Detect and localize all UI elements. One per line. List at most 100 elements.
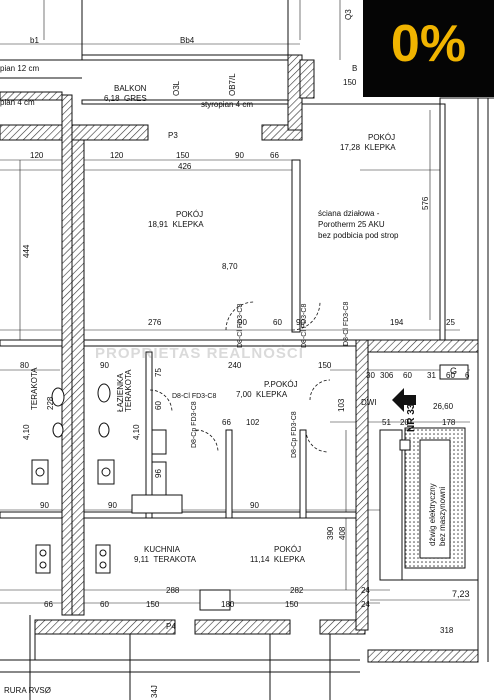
room-area-floor: 18,91 KLEPKA xyxy=(148,220,204,229)
dim-426: 426 xyxy=(178,162,192,171)
dim-408: 408 xyxy=(338,526,347,540)
room-lazienka-floor: TERAKOTA xyxy=(124,369,133,412)
dim-90-d: 90 xyxy=(100,361,109,370)
room-kuchnia: KUCHNIA 9,11 TERAKOTA xyxy=(134,545,196,565)
dim-90-c: 90 xyxy=(296,318,305,327)
dim-103: 103 xyxy=(337,398,346,412)
dim-150-b: 150 xyxy=(318,361,332,370)
dim-276: 276 xyxy=(148,318,162,327)
dim-80: 80 xyxy=(20,361,29,370)
insulation-note-1: pian 12 cm xyxy=(0,64,40,73)
door-label-4: D8-Cp FD3-C8 xyxy=(291,411,298,458)
dim-30: 30 xyxy=(366,371,375,380)
fixtures xyxy=(31,383,231,611)
dim-120-b: 120 xyxy=(110,151,124,160)
dim-96: 96 xyxy=(154,469,163,478)
discount-badge: 0% xyxy=(363,0,494,97)
discount-badge-text: 0% xyxy=(390,15,467,73)
elevator-note-line-1: dźwig elektryczny xyxy=(428,483,437,546)
dim-24-b: 24 xyxy=(361,600,370,609)
dim-410-a: 4,10 xyxy=(22,424,31,440)
door-label-5: D8-Cl FD3-C8 xyxy=(172,393,217,400)
styropian-note: styropian 4 cm xyxy=(201,100,254,109)
label-34j: 34J xyxy=(150,685,159,698)
dim-228: 228 xyxy=(46,396,55,410)
dim-180: 180 xyxy=(221,600,235,609)
room-area-floor: 17,28 KLEPKA xyxy=(340,143,396,152)
room-name: POKÓJ xyxy=(274,545,302,554)
room-area-floor: 11,14 KLEPKA xyxy=(250,555,306,564)
label-p3: P3 xyxy=(168,131,178,140)
door-label-6: D8-Cl FD3-C8 xyxy=(343,301,350,346)
label-o3l: O3L xyxy=(172,80,181,96)
room-name: POKÓJ xyxy=(368,133,396,142)
dim-150-d: 150 xyxy=(285,600,299,609)
label-q3: Q3 xyxy=(344,9,353,20)
g-box xyxy=(439,364,469,380)
entrance-arrow xyxy=(392,388,416,412)
dim-60-a: 60 xyxy=(273,318,282,327)
right-area: 26,60 xyxy=(433,402,454,411)
room-name: P.POKÓJ xyxy=(264,380,298,389)
dim-410-b: 4,10 xyxy=(132,424,141,440)
label-b: B xyxy=(352,64,358,73)
axis-bb4: Bb4 xyxy=(180,36,195,45)
watermark: PROPRIETAS REALNOŚCI xyxy=(95,345,304,362)
dim-102: 102 xyxy=(246,418,260,427)
dim-90-b: 90 xyxy=(238,318,247,327)
dim-20: 20 xyxy=(400,418,409,427)
dim-194: 194 xyxy=(390,318,404,327)
dim-51: 51 xyxy=(382,418,391,427)
room-pokoj-bottom: POKÓJ 11,14 KLEPKA xyxy=(250,545,305,565)
axis-b1: b1 xyxy=(30,36,39,45)
room-pokoj-top-right: POKÓJ 17,28 KLEPKA xyxy=(340,133,396,153)
dim-576: 576 xyxy=(421,196,430,210)
dim-75: 75 xyxy=(154,368,163,377)
dim-90-a: 90 xyxy=(235,151,244,160)
label-ob7l: OB7/L xyxy=(228,73,237,96)
room-name: KUCHNIA xyxy=(144,545,181,554)
door-swings xyxy=(149,301,331,453)
dim-240: 240 xyxy=(228,361,242,370)
dim-318: 318 xyxy=(440,626,454,635)
dim-282: 282 xyxy=(290,586,304,595)
dim-120-a: 120 xyxy=(30,151,44,160)
g-label: G xyxy=(450,366,458,376)
dim-90-e: 90 xyxy=(40,501,49,510)
dim-60-c: 60 xyxy=(403,371,412,380)
dim-150-c: 150 xyxy=(146,600,160,609)
room-terakota-left: TERAKOTA xyxy=(30,367,39,410)
height-mark: 8,70 xyxy=(222,262,238,271)
door-label-3: D8-Cp FD3-C8 xyxy=(191,401,198,448)
dim-150-top: 150 xyxy=(343,78,357,87)
dim-178: 178 xyxy=(442,418,456,427)
elevator-shaft xyxy=(379,427,478,581)
insulation-note-2: pian 4 cm xyxy=(0,98,35,107)
dim-306: 306 xyxy=(380,371,394,380)
dim-60-d: 60 xyxy=(446,371,455,380)
dim-90-g: 90 xyxy=(250,501,259,510)
room-name: POKÓJ xyxy=(176,210,204,219)
partition-walls xyxy=(0,54,446,519)
room-name: BALKON xyxy=(114,84,147,93)
room-balkon: BALKON 6,18 GRES xyxy=(104,84,147,104)
dim-60-e: 60 xyxy=(100,600,109,609)
room-area-floor: 7,00 KLEPKA xyxy=(236,390,288,399)
dim-90-f: 90 xyxy=(108,501,117,510)
dim-288: 288 xyxy=(166,586,180,595)
elevator-note-line-2: bez maszynowni xyxy=(438,486,447,546)
dim-24-a: 24 xyxy=(361,586,370,595)
wall-note-line-1: ściana działowa - xyxy=(318,209,380,218)
dim-31: 31 xyxy=(427,371,436,380)
dim-66-b: 66 xyxy=(222,418,231,427)
dim-150-a: 150 xyxy=(176,151,190,160)
dwi-label: DWI xyxy=(361,398,377,407)
dim-444: 444 xyxy=(22,244,31,258)
label-p4: P4 xyxy=(166,622,176,631)
room-area-floor: 6,18 GRES xyxy=(104,94,147,103)
dim-66-c: 66 xyxy=(44,600,53,609)
dim-60-b: 60 xyxy=(154,401,163,410)
